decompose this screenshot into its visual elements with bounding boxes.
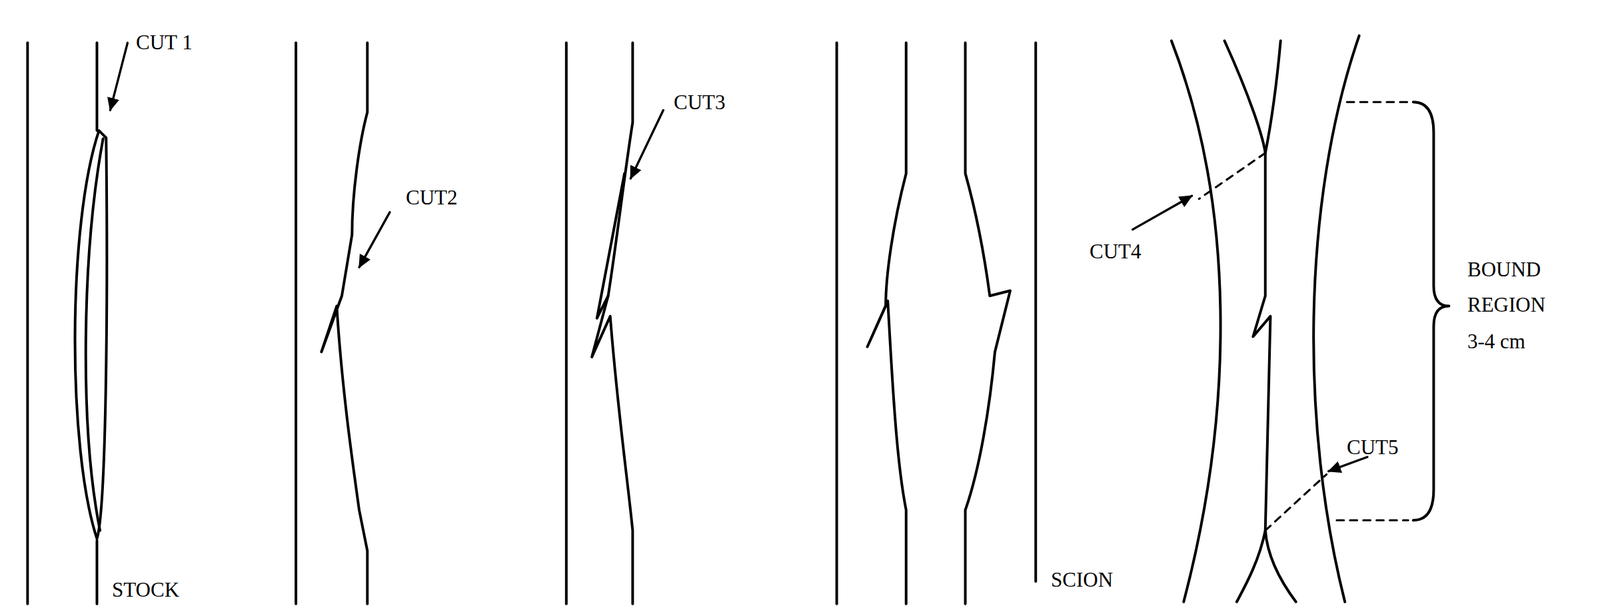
union-outline	[1224, 40, 1297, 602]
part-name: SCION	[1050, 562, 1113, 598]
cut-sliver	[85, 138, 104, 531]
stem-outline	[565, 42, 568, 604]
union-outline	[1313, 35, 1359, 603]
stock-outline	[867, 42, 907, 604]
callout-label: CUT3	[673, 84, 726, 120]
region-limit	[1336, 101, 1409, 521]
cut-sliver	[597, 173, 625, 319]
scion-outline	[1034, 42, 1037, 582]
cut-sliver	[75, 130, 108, 540]
stem-outline	[321, 42, 368, 604]
leader-arrow	[359, 212, 390, 268]
callout-label: CUT 1	[135, 24, 193, 60]
leader-arrow	[109, 42, 128, 110]
stem-outline	[294, 42, 298, 604]
cut-line	[1198, 153, 1266, 200]
leader-arrow	[1328, 457, 1368, 472]
callout-label: CUT4	[1089, 233, 1142, 270]
region-brace	[1413, 101, 1450, 521]
stock-outline	[835, 42, 839, 604]
callout-label: CUT2	[405, 179, 458, 216]
stem-outline	[591, 42, 633, 604]
leader-arrow	[1132, 195, 1193, 230]
scion-outline	[965, 42, 1011, 604]
part-name: STOCK	[111, 572, 180, 608]
cut-line	[1265, 474, 1327, 531]
region-label: BOUND REGION	[1467, 251, 1568, 323]
stock-outline	[25, 42, 29, 604]
callout-label: CUT5	[1346, 429, 1399, 466]
union-outline	[1171, 40, 1221, 602]
union-outline	[1236, 40, 1281, 602]
leader-arrow	[630, 109, 664, 179]
dimension-label: 3-4 cm	[1467, 323, 1526, 360]
